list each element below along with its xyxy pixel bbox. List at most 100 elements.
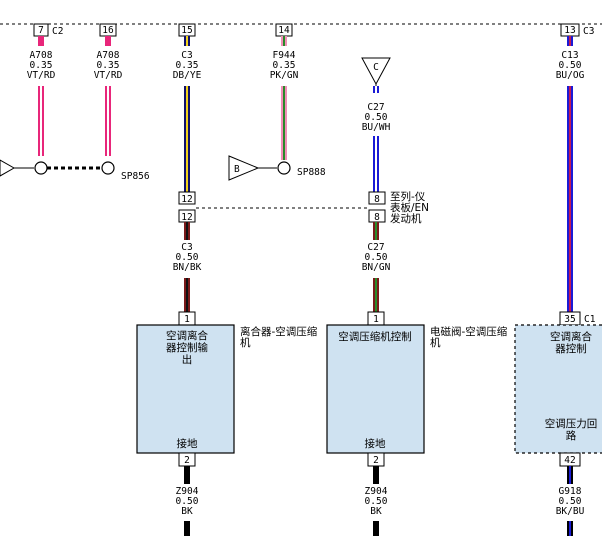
svg-text:0.50: 0.50 <box>365 496 388 507</box>
svg-text:C: C <box>373 62 379 73</box>
module-ac-clutch-output: 空调离合 器控制输 出 接地 <box>136 324 235 454</box>
pin-number: 7 <box>38 25 44 36</box>
splice-sp888: B SP888 <box>228 155 326 181</box>
svg-text:F944: F944 <box>273 50 296 61</box>
wire-label: G918 0.50 BK/BU <box>556 486 585 517</box>
component-solenoid-label: 电磁阀-空调压缩 机 <box>430 325 507 349</box>
pin-number: 42 <box>564 455 575 466</box>
svg-text:A708: A708 <box>97 50 120 61</box>
wire-c27-bu-wh <box>373 86 379 192</box>
wire-g918 <box>567 466 573 536</box>
svg-text:0.35: 0.35 <box>273 60 296 71</box>
svg-text:空调离合: 空调离合 <box>166 329 208 342</box>
svg-text:0.50: 0.50 <box>559 496 582 507</box>
svg-text:器控制: 器控制 <box>555 342 587 355</box>
svg-text:VT/RD: VT/RD <box>27 70 56 81</box>
reference-b: B <box>234 164 240 175</box>
module-ac-clutch-control: 空调离合 器控制 空调压力回 路 <box>514 324 602 454</box>
connector-label: C1 <box>584 314 596 325</box>
svg-text:空调压力回: 空调压力回 <box>545 417 598 430</box>
svg-text:BU/WH: BU/WH <box>362 122 391 133</box>
wire-c13-bu-og <box>567 86 573 312</box>
svg-text:0.50: 0.50 <box>176 496 199 507</box>
svg-text:BK/BU: BK/BU <box>556 506 585 517</box>
svg-text:机: 机 <box>240 336 251 349</box>
svg-text:离合器-空调压缩: 离合器-空调压缩 <box>240 325 317 338</box>
svg-text:0.35: 0.35 <box>97 60 120 71</box>
svg-text:BN/BK: BN/BK <box>173 262 202 273</box>
wire-f944 <box>281 86 287 160</box>
wire-label: A708 0.35 VT/RD <box>94 50 123 81</box>
svg-text:至列-仪: 至列-仪 <box>390 190 426 203</box>
svg-text:C3: C3 <box>181 50 192 61</box>
svg-text:0.50: 0.50 <box>365 252 388 263</box>
wire-a708-right <box>105 86 111 156</box>
svg-text:BU/OG: BU/OG <box>556 70 585 81</box>
wire-label: C27 0.50 BN/GN <box>362 242 391 273</box>
svg-text:0.50: 0.50 <box>365 112 388 123</box>
component-ac-clutch-label: 离合器-空调压缩 机 <box>240 325 317 349</box>
splice-label: SP856 <box>121 171 150 182</box>
wire-label: C3 0.50 BN/BK <box>173 242 202 273</box>
svg-text:C27: C27 <box>367 242 384 253</box>
connector-label: C3 <box>583 26 594 37</box>
svg-text:A708: A708 <box>30 50 53 61</box>
svg-text:BK: BK <box>181 506 193 517</box>
svg-text:PK/GN: PK/GN <box>270 70 299 81</box>
connector-label: C2 <box>52 26 63 37</box>
svg-text:0.50: 0.50 <box>559 60 582 71</box>
wire-stubs <box>38 36 573 46</box>
svg-text:0.35: 0.35 <box>30 60 53 71</box>
wire-label: C27 0.50 BU/WH <box>362 102 391 133</box>
svg-text:C27: C27 <box>367 102 384 113</box>
svg-text:VT/RD: VT/RD <box>94 70 123 81</box>
pin-number: 12 <box>181 194 192 205</box>
wire-label: C3 0.35 DB/YE <box>173 50 202 81</box>
wire-c27-bn-gn <box>373 222 379 312</box>
svg-text:0.35: 0.35 <box>176 60 199 71</box>
svg-text:机: 机 <box>430 336 441 349</box>
pin-number: 2 <box>373 455 379 466</box>
svg-text:电磁阀-空调压缩: 电磁阀-空调压缩 <box>430 325 507 338</box>
svg-text:G918: G918 <box>559 486 582 497</box>
splice-label: SP888 <box>297 167 326 178</box>
svg-text:空调离合: 空调离合 <box>550 330 592 343</box>
pin-number: 13 <box>564 25 575 36</box>
svg-text:空调压缩机控制: 空调压缩机控制 <box>338 330 412 343</box>
svg-text:C3: C3 <box>181 242 192 253</box>
svg-text:Z904: Z904 <box>176 486 199 497</box>
svg-text:器控制输: 器控制输 <box>166 341 208 354</box>
reference-c: C <box>361 57 391 86</box>
wire-label: A708 0.35 VT/RD <box>27 50 56 81</box>
pin-number: 8 <box>374 194 380 205</box>
module-ac-compressor-control: 空调压缩机控制 接地 <box>326 324 425 454</box>
wire-label: C13 0.50 BU/OG <box>556 50 585 81</box>
svg-text:BN/GN: BN/GN <box>362 262 391 273</box>
pin-number: 12 <box>181 212 192 223</box>
svg-text:Z904: Z904 <box>365 486 388 497</box>
pin-box <box>178 191 196 205</box>
svg-text:接地: 接地 <box>177 437 198 450</box>
splice-sp856: SP856 <box>0 159 150 182</box>
svg-text:0.50: 0.50 <box>176 252 199 263</box>
wire-label: Z904 0.50 BK <box>176 486 199 517</box>
svg-text:路: 路 <box>566 429 577 442</box>
pin-number: 16 <box>102 25 114 36</box>
svg-text:C13: C13 <box>561 50 578 61</box>
wire-c3-bn-bk <box>184 222 190 312</box>
svg-text:发动机: 发动机 <box>390 212 422 225</box>
pin-number: 1 <box>373 314 379 325</box>
pin-number: 2 <box>184 455 190 466</box>
svg-text:出: 出 <box>182 353 193 366</box>
svg-text:BK: BK <box>370 506 382 517</box>
wire-z904-left <box>184 466 190 536</box>
pin-number: 35 <box>564 314 575 325</box>
pin-box <box>368 191 386 205</box>
svg-text:DB/YE: DB/YE <box>173 70 202 81</box>
pin-number: 8 <box>374 212 380 223</box>
wire-a708-left <box>38 86 44 156</box>
wire-label: Z904 0.50 BK <box>365 486 388 517</box>
svg-text:接地: 接地 <box>365 437 386 450</box>
svg-text:表板/EN: 表板/EN <box>390 201 429 214</box>
